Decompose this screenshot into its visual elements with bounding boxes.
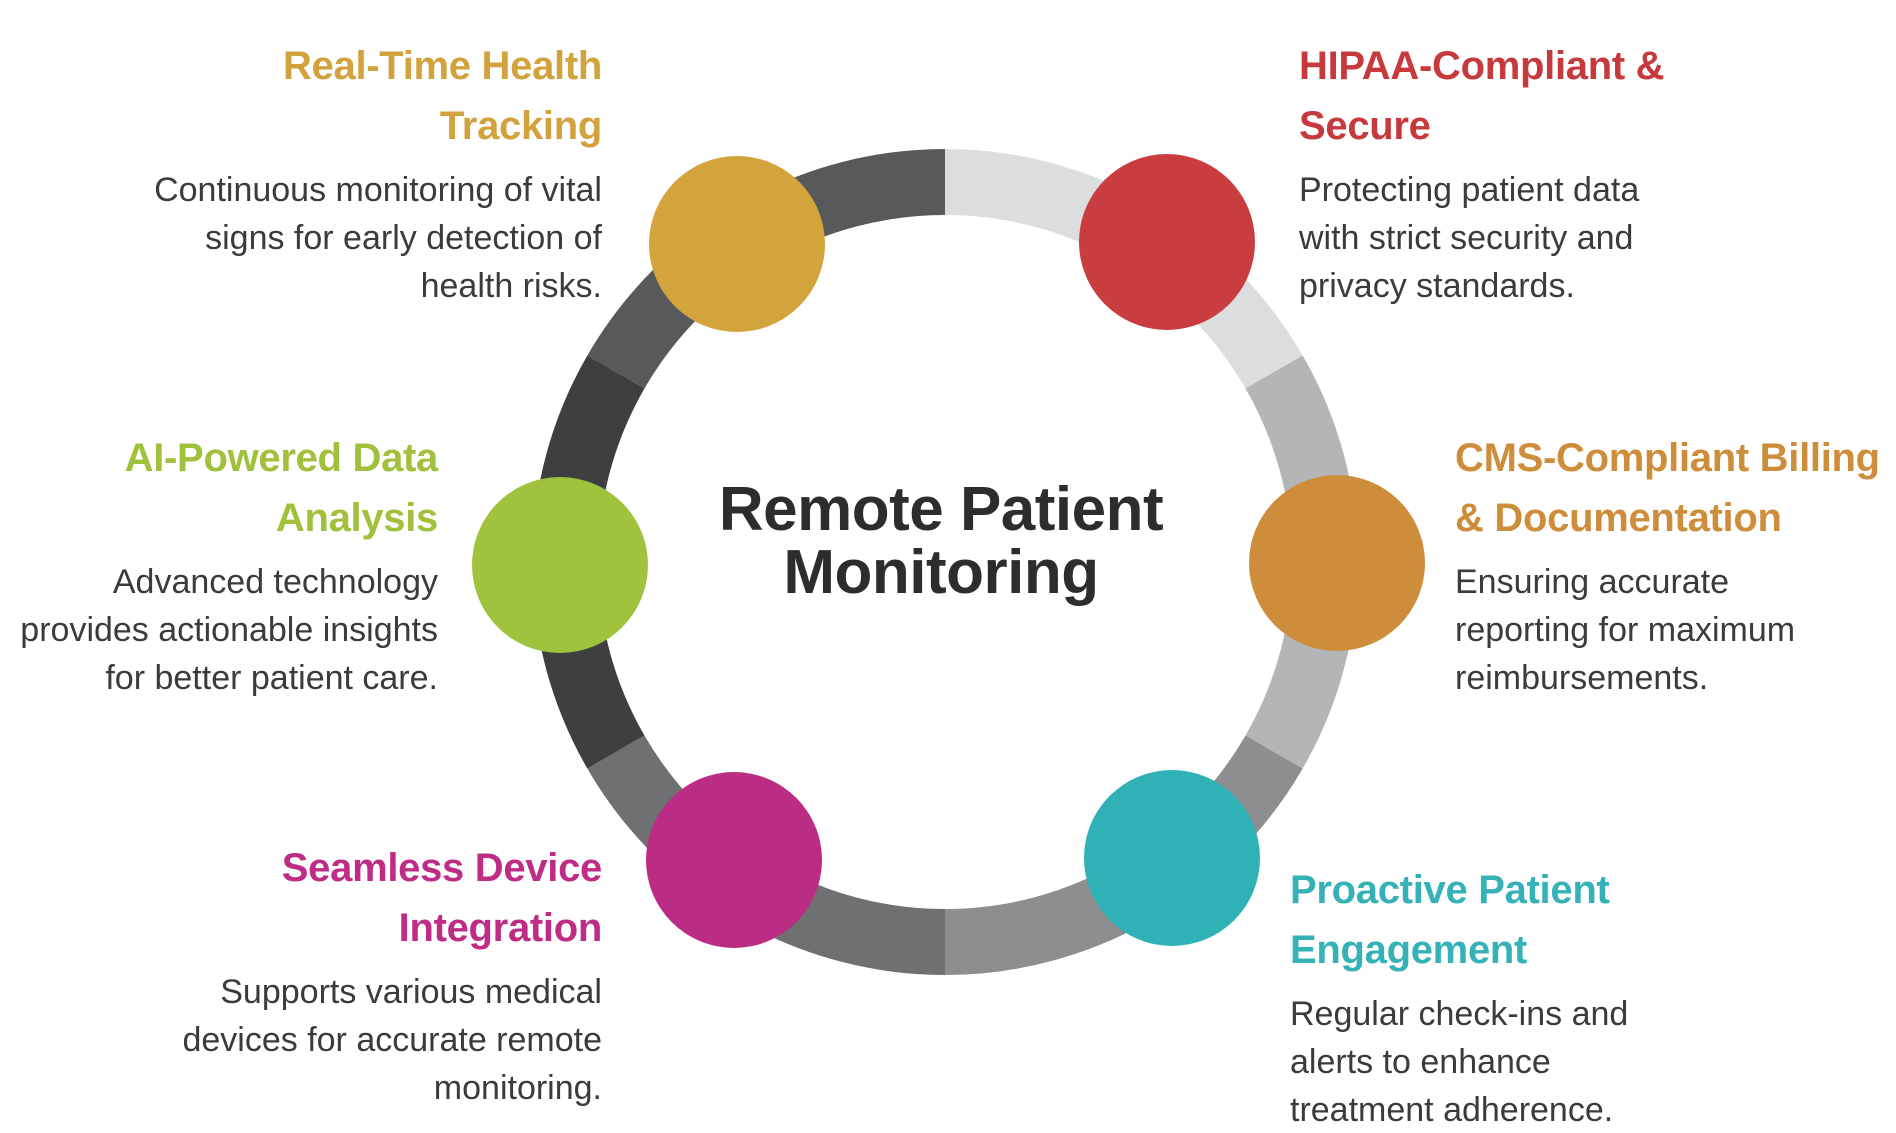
node-heading: Real-Time Health Tracking [154,36,602,156]
node-heading: Proactive Patient Engagement [1290,860,1628,980]
node-circle-proactive-patient-engagement [1084,770,1260,946]
node-body-line: monitoring. [433,1069,602,1107]
node-body-line: Supports various medical [220,973,602,1011]
node-heading-line: Seamless Device [281,846,603,890]
node-heading-line: Secure [1299,104,1431,148]
page-title-line: Monitoring [783,538,1099,607]
node-circle-real-time-health-tracking [649,156,825,332]
node-heading-line: Proactive Patient [1290,868,1610,912]
node-body-line: reporting for maximum [1455,611,1796,649]
node-heading: AI-Powered Data Analysis [20,428,439,548]
node-heading-line: CMS-Compliant Billing [1455,436,1880,480]
node-body: Regular check-ins and alerts to enhance … [1290,990,1628,1133]
node-body: Ensuring accurate reporting for maximum … [1455,558,1880,702]
node-body-line: with strict security and [1299,219,1634,257]
node-body: Supports various medical devices for acc… [182,968,602,1112]
node-body-line: devices for accurate remote [182,1021,602,1059]
label-cms-compliant-billing: CMS-Compliant Billing & Documentation En… [1455,428,1880,702]
node-body-line: treatment adherence. [1290,1091,1614,1129]
node-body-line: health risks. [420,267,602,305]
node-body-line: Regular check-ins and [1290,995,1629,1033]
node-body: Continuous monitoring of vital signs for… [154,166,602,310]
label-proactive-patient-engagement: Proactive Patient Engagement Regular che… [1290,860,1628,1133]
node-heading-line: Analysis [275,496,438,540]
label-ai-powered-data-analysis: AI-Powered Data Analysis Advanced techno… [20,428,438,702]
node-heading-line: Integration [398,906,603,950]
node-body-line: Advanced technology [112,563,438,601]
page-title-line: Remote Patient [718,475,1164,544]
label-seamless-device-integration: Seamless Device Integration Supports var… [182,838,602,1112]
label-real-time-health-tracking: Real-Time Health Tracking Continuous mon… [154,36,602,310]
node-body: Advanced technology provides actionable … [20,558,438,702]
node-circle-seamless-device-integration [646,772,822,948]
node-heading-line: Tracking [439,104,602,148]
node-body-line: Protecting patient data [1299,171,1640,209]
page-title: Remote Patient Monitoring [0,478,1882,604]
node-body-line: alerts to enhance [1290,1043,1551,1081]
node-body-line: Ensuring accurate [1455,563,1730,601]
node-heading-line: & Documentation [1455,496,1782,540]
node-body-line: Continuous monitoring of vital [154,171,602,209]
node-heading: HIPAA-Compliant & Secure [1299,36,1665,156]
node-circle-cms-compliant-billing [1249,475,1425,651]
node-body-line: provides actionable insights [20,611,438,649]
node-heading: CMS-Compliant Billing & Documentation [1455,428,1880,548]
node-body-line: reimbursements. [1455,659,1709,697]
node-circle-ai-powered-data-analysis [472,477,648,653]
node-body-line: signs for early detection of [205,219,602,257]
node-body: Protecting patient data with strict secu… [1299,166,1664,310]
node-heading-line: HIPAA-Compliant & [1299,44,1665,88]
node-heading-line: AI-Powered Data [124,436,439,480]
node-body-line: privacy standards. [1299,267,1575,305]
node-heading-line: Real-Time Health [282,44,602,88]
node-circle-hipaa-compliant-secure [1079,154,1255,330]
node-heading-line: Engagement [1290,928,1528,972]
node-body-line: for better patient care. [105,659,438,697]
node-heading: Seamless Device Integration [182,838,603,958]
label-hipaa-compliant-secure: HIPAA-Compliant & Secure Protecting pati… [1299,36,1665,310]
